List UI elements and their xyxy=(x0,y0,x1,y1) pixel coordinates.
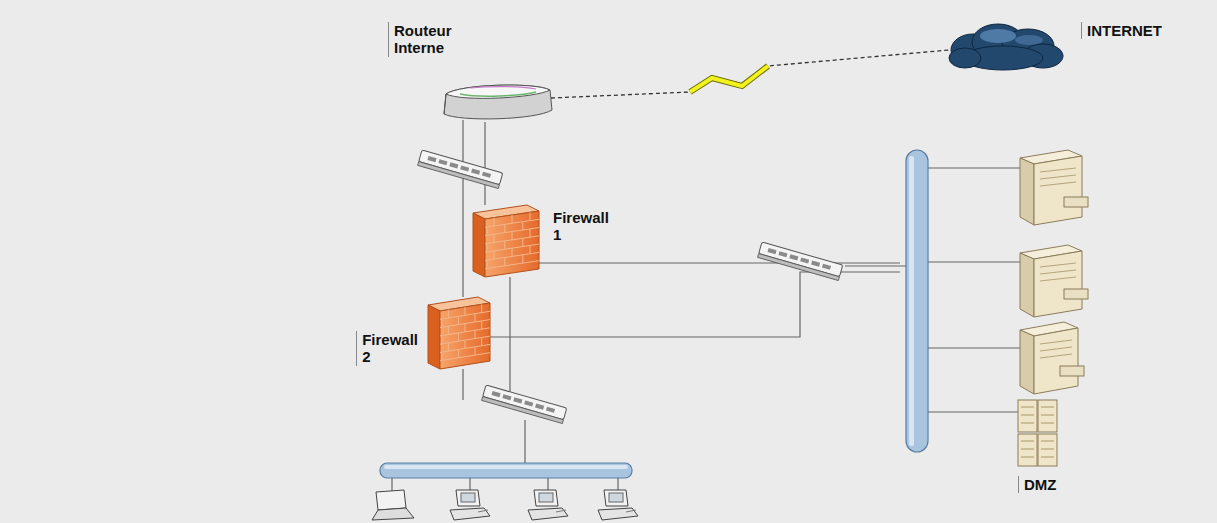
server-icon xyxy=(1020,245,1088,317)
lan-wire xyxy=(524,420,525,466)
network-switch xyxy=(418,150,503,189)
network-link xyxy=(485,122,486,205)
lan-drops xyxy=(392,478,618,492)
dmz-wire xyxy=(845,265,906,266)
lan-computers xyxy=(372,490,638,520)
server-icon xyxy=(1020,150,1088,225)
switches xyxy=(418,150,843,424)
node-label: Firewall 2 xyxy=(356,331,418,366)
lan-wire xyxy=(462,369,463,400)
wan-link xyxy=(551,50,949,98)
dmz-zone: DMZ xyxy=(900,150,1112,518)
laptop-icon xyxy=(372,490,414,520)
router-icon xyxy=(440,80,555,128)
server-rack-icon xyxy=(1018,400,1057,466)
firewall-node: Firewall 1 xyxy=(473,205,539,277)
lan-wire xyxy=(509,277,510,398)
firewall-node: Firewall 2 xyxy=(428,297,490,369)
workstation-icon xyxy=(450,490,490,520)
network-link xyxy=(490,272,900,337)
node-label: Firewall 1 xyxy=(553,209,609,244)
node-label: DMZ xyxy=(1018,476,1057,493)
internet-cloud: INTERNET xyxy=(943,20,1068,70)
dmz-bus xyxy=(906,150,928,452)
network-link xyxy=(539,263,900,264)
lan-bus xyxy=(380,463,632,478)
network-switch xyxy=(482,385,567,424)
workstation-icon xyxy=(598,490,638,520)
firewall-icon xyxy=(428,297,490,369)
dmz-drops xyxy=(928,168,1020,412)
node-label: INTERNET xyxy=(1081,22,1162,39)
dmz-servers xyxy=(1018,150,1088,466)
router-node: Routeur Interne xyxy=(440,80,555,128)
network-link xyxy=(463,120,464,297)
server-icon xyxy=(1020,322,1084,394)
cloud-icon xyxy=(943,20,1068,70)
network-switch xyxy=(758,242,843,281)
firewall-icon xyxy=(473,205,539,277)
workstation-icon xyxy=(528,490,568,520)
node-label: Routeur Interne xyxy=(388,22,480,57)
